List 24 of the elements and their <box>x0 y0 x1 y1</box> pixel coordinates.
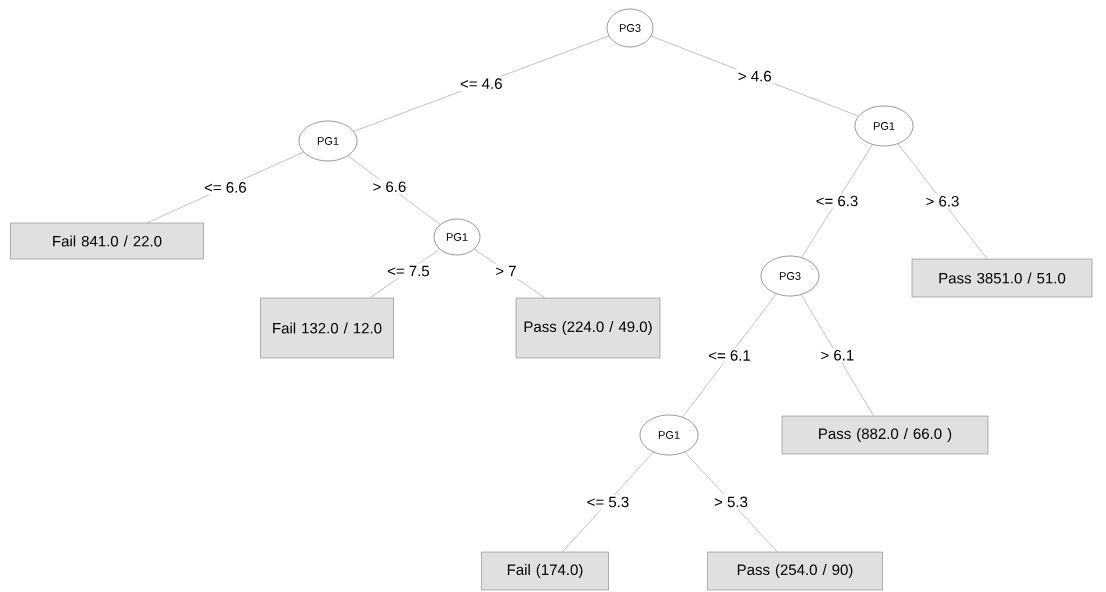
edge-label: <= 7.5 <box>385 263 432 279</box>
leaf-box: Fail 841.0 / 22.0 <box>10 222 204 260</box>
connector-line <box>801 144 873 258</box>
edge-label: <= 6.3 <box>813 193 861 209</box>
leaf-box: Pass (882.0 / 66.0 ) <box>781 415 989 455</box>
edge-label: > 5.3 <box>712 494 750 510</box>
edge-label: > 6.3 <box>923 194 962 209</box>
edge-label: > 6.6 <box>370 179 409 194</box>
edge-label: <= 4.6 <box>458 76 505 91</box>
edge-label: > 7 <box>493 263 519 279</box>
leaf-box: Fail (174.0) <box>481 551 609 591</box>
connector-line <box>800 294 874 416</box>
leaf-box: Pass 3851.0 / 51.0 <box>911 258 1093 298</box>
connector-line <box>897 143 988 259</box>
edge-label: <= 6.1 <box>706 348 753 363</box>
edge-label: > 4.6 <box>735 68 774 84</box>
connector-line <box>682 293 777 418</box>
leaf-box: Pass (224.0 / 49.0) <box>515 297 661 359</box>
edge-label: > 6.1 <box>818 347 857 363</box>
leaf-box: Pass (254.0 / 90) <box>707 551 883 591</box>
edge-label: <= 5.3 <box>584 494 632 510</box>
leaf-box: Fail 132.0 / 12.0 <box>260 297 394 359</box>
connector-line <box>562 451 654 552</box>
edge-label: <= 6.6 <box>202 180 249 195</box>
